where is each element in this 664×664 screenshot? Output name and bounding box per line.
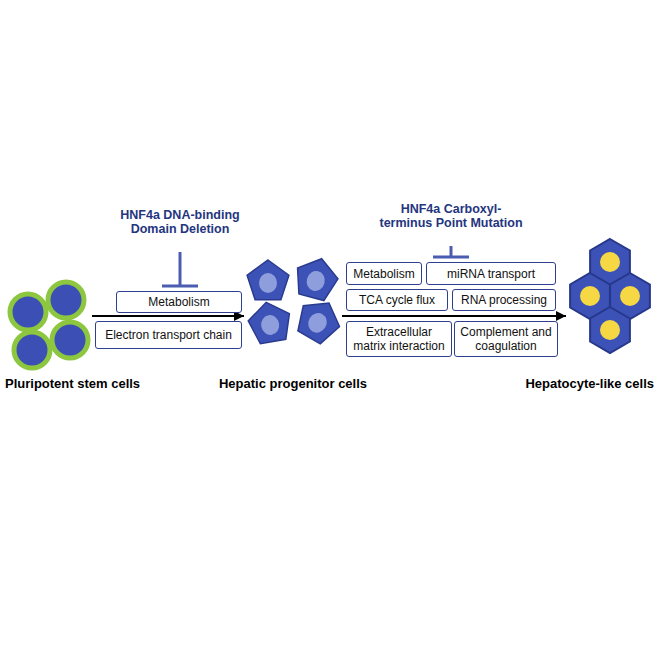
cell-group: Pluripotent stem cells [8, 278, 92, 372]
cell-label: Pluripotent stem cells [5, 376, 140, 391]
stem-cell [48, 282, 84, 318]
cell-label: Hepatocyte-like cells [525, 376, 654, 391]
progenitor-cell [247, 260, 289, 300]
process-box: Extracellular matrix interaction [346, 321, 452, 357]
inhibition-bar [433, 256, 469, 259]
process-box: miRNA transport [426, 262, 556, 285]
inhibition-line [450, 246, 453, 257]
cell-label: Hepatic progenitor cells [219, 376, 367, 391]
inhibition-line [179, 252, 182, 286]
cell-group: Hepatocyte-like cells [566, 236, 654, 356]
inhibition-bar [162, 285, 198, 288]
process-box: Metabolism [116, 291, 242, 313]
process-box: TCA cycle flux [346, 289, 448, 311]
stem-cell [14, 332, 50, 368]
progenitor-cell [291, 253, 342, 302]
process-box: Metabolism [346, 262, 422, 285]
stem-cell [10, 294, 46, 330]
process-box: Complement and coagulation [454, 321, 558, 357]
box-label: Metabolism [148, 295, 209, 309]
mutation-label: HNF4a Carboxyl-terminus Point Mutation [375, 202, 527, 230]
mutation-label: HNF4a DNA-binding Domain Deletion [119, 208, 241, 236]
process-box: Electron transport chain [95, 321, 242, 349]
stem-cells [10, 282, 88, 368]
process-arrow [342, 315, 566, 317]
progenitor-cell [246, 299, 294, 345]
cell-group: Hepatic progenitor cells [244, 254, 342, 350]
box-label: Complement and coagulation [459, 325, 553, 353]
hepatocyte-cells [570, 239, 650, 353]
hepatocyte-cell [590, 307, 630, 353]
box-label: miRNA transport [447, 267, 535, 281]
stem-cell [52, 322, 88, 358]
box-label: Electron transport chain [105, 328, 232, 342]
box-label: RNA processing [461, 293, 547, 307]
process-box: RNA processing [452, 289, 556, 311]
progenitor-cells [246, 253, 348, 348]
box-label: Metabolism [353, 267, 414, 281]
process-arrow [92, 315, 244, 317]
progenitor-cell [291, 292, 347, 347]
box-label: TCA cycle flux [359, 293, 435, 307]
box-label: Extracellular matrix interaction [351, 325, 447, 353]
inhibition-symbols [162, 246, 469, 286]
